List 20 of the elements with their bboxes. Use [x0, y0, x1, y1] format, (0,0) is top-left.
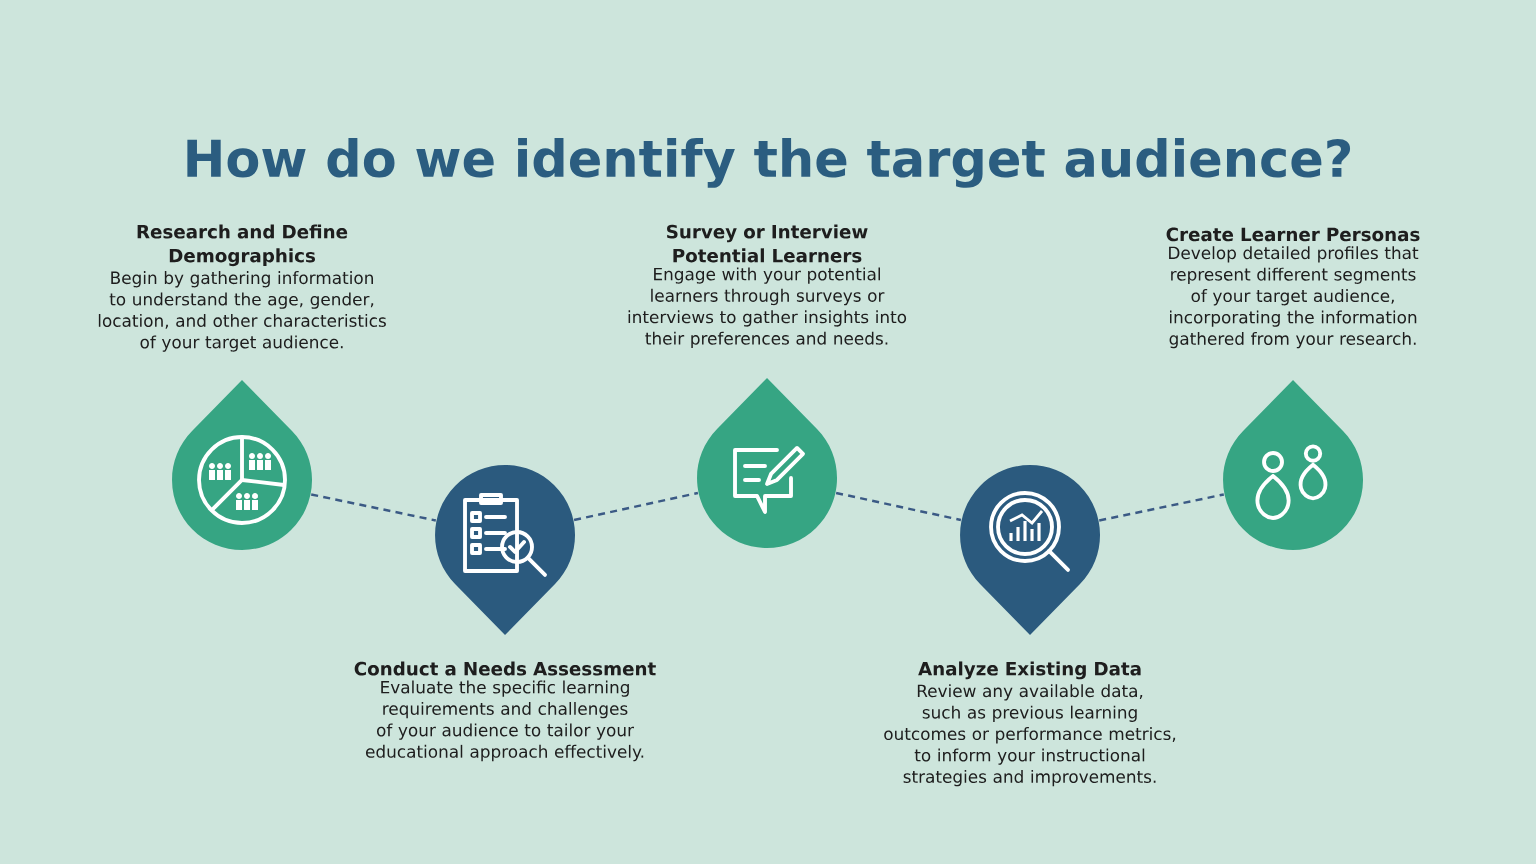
- step-description: Begin by gathering information to understand the age, gender, location, and other characteristics of your target audience.: [98, 271, 386, 352]
- pin-marker: [435, 465, 575, 635]
- step-description: Engage with your potential learners through surveys or interviews to gather insights into their preferences and needs.: [628, 267, 907, 349]
- step-description: Develop detailed profiles that represent different segments of your target audience, incorporating the information gathered from your research.: [1169, 246, 1419, 349]
- connector-line: [310, 493, 437, 522]
- step-heading: Survey or Interview Potential Learners: [667, 224, 868, 263]
- pin-marker: [172, 380, 312, 550]
- pin-marker: [960, 465, 1100, 635]
- pin-marker: [1223, 380, 1363, 550]
- pin-marker: [697, 378, 837, 548]
- step-description: Review any available data, such as previous learning outcomes or performance metrics, to inform your instructional strategies and improvements.: [884, 684, 1176, 787]
- connector-line: [835, 491, 962, 522]
- step-heading: Conduct a Needs Assessment: [354, 661, 656, 676]
- step-heading: Research and Define Demographics: [137, 224, 348, 267]
- step-heading: Analyze Existing Data: [918, 661, 1141, 680]
- step-heading: Create Learner Personas: [1166, 227, 1420, 242]
- title: How do we identify the target audience?: [187, 138, 1351, 188]
- step-description: Evaluate the specific learning requirements and challenges of your audience to tailor your educational approach effectively.: [366, 680, 644, 762]
- connector-line: [573, 491, 699, 522]
- connector-line: [1098, 493, 1225, 522]
